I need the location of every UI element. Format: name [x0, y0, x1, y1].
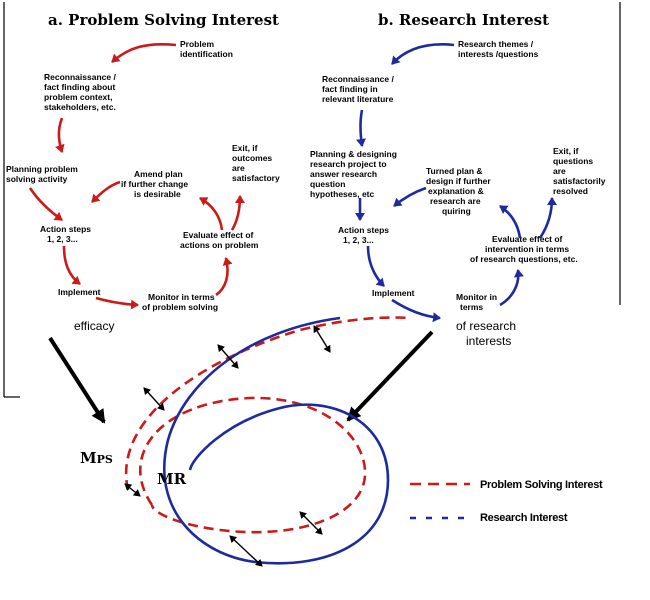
frame — [3, 2, 621, 398]
left-exit: Exit, if outcomes are satisfactory — [232, 143, 280, 183]
right-research-themes: Research themes / interests /questions — [458, 39, 539, 59]
problem-solving-loop — [124, 316, 411, 534]
right-turned-plan: Turned plan & design if further explanat… — [426, 166, 493, 216]
convergence-arrows — [48, 330, 434, 424]
right-action-steps: Action steps 1, 2, 3... — [338, 225, 391, 245]
right-cycle-arrows — [355, 43, 557, 323]
distance-arrows — [124, 325, 331, 567]
right-of-research: of research — [456, 319, 516, 333]
right-planning: Planning & designing research project to… — [310, 149, 399, 199]
right-exit: Exit, if questions are satisfactorily re… — [553, 146, 608, 196]
left-evaluate: Evaluate effect of actions on problem — [180, 230, 259, 250]
research-loop — [162, 316, 390, 565]
left-title: a. Problem Solving Interest — [48, 11, 279, 29]
left-planning: Planning problem solving activity — [6, 164, 80, 184]
left-cycle-arrows — [28, 43, 245, 310]
mps-label: MPS — [80, 449, 113, 467]
right-implement: Implement — [372, 288, 415, 298]
legend: Problem Solving Interest Research Intere… — [410, 479, 603, 524]
left-efficacy: efficacy — [74, 319, 114, 333]
legend-label-research: Research Interest — [480, 512, 568, 524]
right-title: b. Research Interest — [378, 11, 549, 29]
right-interests: interests — [466, 334, 511, 348]
right-monitor: Monitor in terms — [456, 292, 499, 312]
left-amend-plan: Amend plan if further change is desirabl… — [121, 169, 190, 199]
right-evaluate: Evaluate effect of intervention in terms… — [470, 234, 578, 264]
mr-label: MR — [157, 470, 187, 488]
left-problem-identification: Problem identification — [180, 39, 233, 59]
left-action-steps: Action steps 1, 2, 3... — [40, 224, 93, 244]
left-monitor: Monitor in terms of problem solving — [142, 292, 218, 312]
legend-label-problem: Problem Solving Interest — [480, 479, 603, 491]
left-reconnaissance: Reconnaissance / fact finding about prob… — [44, 72, 118, 112]
right-reconnaissance: Reconnaissance / fact finding in relevan… — [322, 74, 396, 104]
left-implement: Implement — [58, 287, 101, 297]
